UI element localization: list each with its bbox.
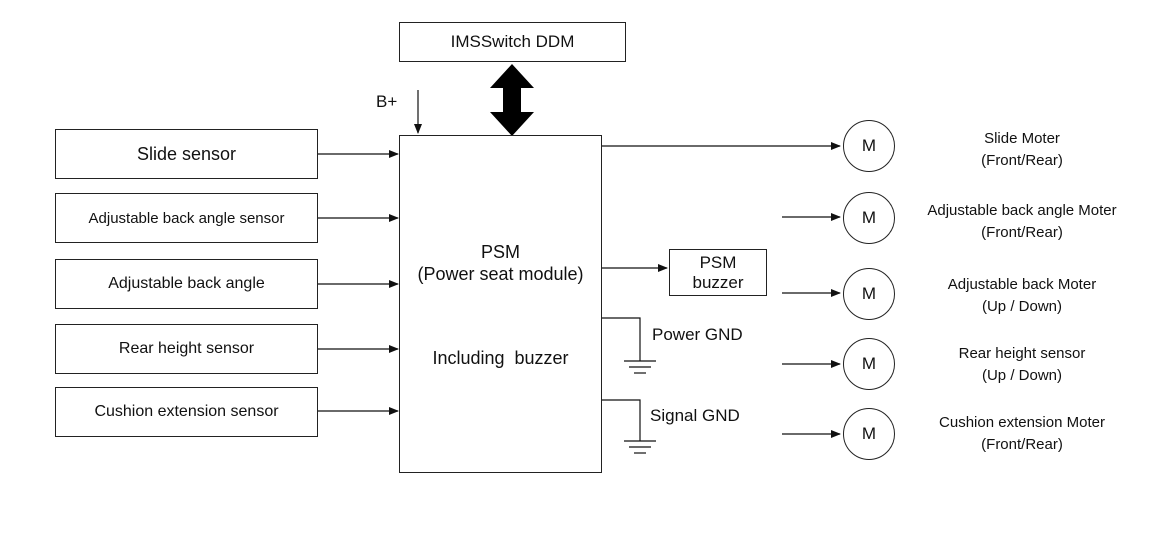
motor-label-line2: (Up / Down) bbox=[981, 298, 1063, 315]
motor-label-line1: Cushion extension Moter bbox=[939, 414, 1105, 431]
motor-label-cushion: Cushion extension Moter (Front/Rear) bbox=[912, 412, 1132, 456]
motor-label-line2: (Front/Rear) bbox=[981, 224, 1063, 241]
psm-title-line2: (Power seat module) bbox=[417, 264, 584, 284]
sensor-rear-height: Rear height sensor bbox=[55, 324, 318, 374]
bidirectional-bus-arrow bbox=[490, 64, 534, 136]
b-plus-label: B+ bbox=[376, 92, 398, 111]
buzzer-line2: buzzer bbox=[692, 272, 744, 292]
psm-subtitle: Including buzzer bbox=[432, 348, 569, 368]
motor-rear-height-icon: M bbox=[843, 338, 895, 390]
motor-label-line2: (Up / Down) bbox=[981, 367, 1063, 384]
ims-switch-ddm-box: IMSSwitch DDM bbox=[399, 22, 626, 62]
motor-label-line1: Adjustable back Moter bbox=[947, 276, 1097, 293]
motor-back-icon: M bbox=[843, 268, 895, 320]
sensor-label: Adjustable back angle bbox=[108, 275, 265, 292]
signal-gnd-wire bbox=[602, 399, 641, 441]
power-gnd-wire bbox=[602, 317, 641, 361]
motor-label-back-angle: Adjustable back angle Moter (Front/Rear) bbox=[912, 200, 1132, 244]
ims-switch-label: IMSSwitch DDM bbox=[450, 32, 575, 51]
motor-label-back: Adjustable back Moter (Up / Down) bbox=[912, 274, 1132, 318]
psm-buzzer-box: PSM buzzer bbox=[669, 249, 767, 296]
sensor-back-angle: Adjustable back angle sensor bbox=[55, 193, 318, 243]
motor-slide-icon: M bbox=[843, 120, 895, 172]
motor-label-line1: Adjustable back angle Moter bbox=[927, 202, 1117, 219]
motor-cushion-icon: M bbox=[843, 408, 895, 460]
motor-label-line1: Rear height sensor bbox=[958, 345, 1086, 362]
buzzer-line1: PSM bbox=[699, 252, 737, 272]
sensor-label: Slide sensor bbox=[136, 143, 237, 164]
motor-label-line2: (Front/Rear) bbox=[981, 436, 1063, 453]
motor-back-angle-icon: M bbox=[843, 192, 895, 244]
sensor-cushion-extension: Cushion extension sensor bbox=[55, 387, 318, 437]
psm-title-line1: PSM bbox=[480, 242, 520, 262]
psm-module-box: PSM (Power seat module) Including buzzer bbox=[399, 135, 602, 473]
sensor-label: Rear height sensor bbox=[118, 340, 255, 357]
sensor-label: Adjustable back angle sensor bbox=[88, 209, 285, 227]
sensor-back-angle-2: Adjustable back angle bbox=[55, 259, 318, 309]
motor-label-slide: Slide Moter (Front/Rear) bbox=[912, 128, 1132, 172]
sensor-slide: Slide sensor bbox=[55, 129, 318, 179]
motor-label-line2: (Front/Rear) bbox=[981, 152, 1063, 169]
signal-gnd-label: Signal GND bbox=[650, 406, 740, 425]
psm-title: PSM (Power seat module) bbox=[400, 241, 601, 285]
motor-label-line1: Slide Moter bbox=[984, 130, 1060, 147]
sensor-label: Cushion extension sensor bbox=[94, 403, 279, 420]
power-gnd-label: Power GND bbox=[652, 325, 743, 344]
motor-label-rear-height: Rear height sensor (Up / Down) bbox=[912, 343, 1132, 387]
